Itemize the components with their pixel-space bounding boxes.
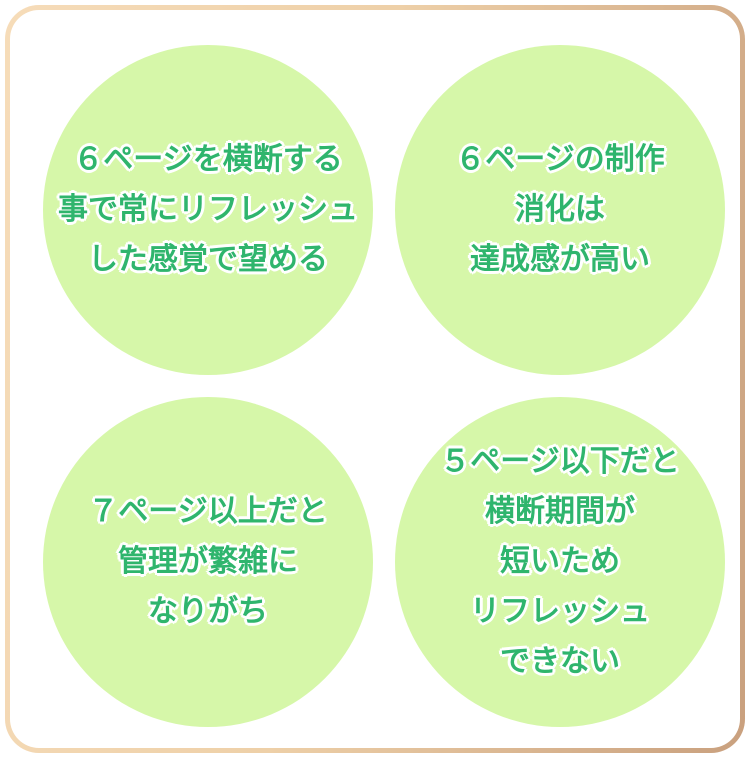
circle-text-line: なりがち [148,594,268,629]
circle-text-line: ６ページを横断する [73,142,343,177]
diagram-panel: ６ページを横断する 事で常にリフレッシュ した感覚で望める ６ページの制作 消化… [10,10,740,748]
circle-bottom-right: ５ページ以下だと 横断期間が 短いため リフレッシュ できない [395,397,725,727]
circle-text-line: 達成感が高い [470,242,650,277]
circle-text-line: ７ページ以上だと [88,494,328,529]
circle-text-line: できない [500,644,620,679]
circle-text-line: リフレッシュ [470,594,650,629]
circle-text-line: ５ページ以下だと [440,444,680,479]
circle-text-line: した感覚で望める [88,242,328,277]
circle-bottom-left: ７ページ以上だと 管理が繁雑に なりがち [43,397,373,727]
circle-text-line: 事で常にリフレッシュ [58,192,358,227]
diagram-frame: ６ページを横断する 事で常にリフレッシュ した感覚で望める ６ページの制作 消化… [5,5,745,753]
circle-text-line: 消化は [515,192,605,227]
circle-top-left: ６ページを横断する 事で常にリフレッシュ した感覚で望める [43,45,373,375]
circle-text-line: 横断期間が [485,494,635,529]
circle-text-line: 管理が繁雑に [118,544,298,579]
circle-top-right: ６ページの制作 消化は 達成感が高い [395,45,725,375]
circle-text-line: ６ページの制作 [455,142,665,177]
circle-text-line: 短いため [500,544,620,579]
